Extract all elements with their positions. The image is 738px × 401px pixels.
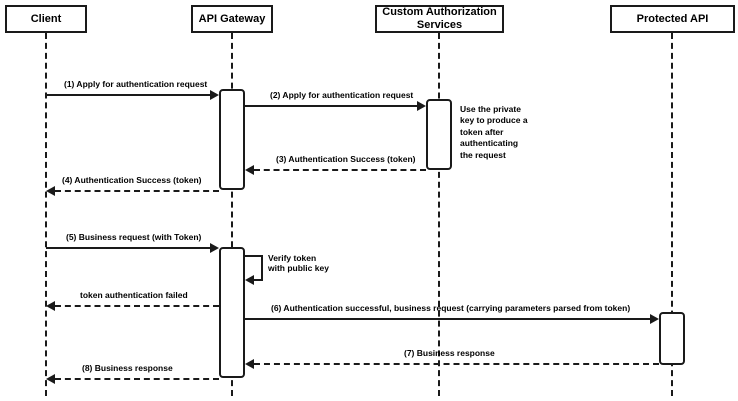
- message-label-token-authentication-failed: token authentication failed: [80, 290, 188, 300]
- participant-box-custom-authorization-services[interactable]: Custom Authorization Services: [375, 5, 504, 33]
- message-label-4: (4) Authentication Success (token): [62, 175, 202, 185]
- participant-label-api-gateway: API Gateway: [198, 12, 266, 25]
- message-label-8: (8) Business response: [82, 363, 173, 373]
- message-label-5: (5) Business request (with Token): [66, 232, 202, 242]
- participant-label-client: Client: [30, 12, 62, 25]
- message-arrowhead-token-authentication-failed: [46, 301, 55, 311]
- participant-label-protected-api: Protected API: [636, 12, 709, 25]
- participant-box-client[interactable]: Client: [5, 5, 87, 33]
- message-line-5: [46, 247, 210, 249]
- message-label-2: (2) Apply for authentication request: [270, 90, 414, 100]
- lifeline-client: [45, 33, 47, 396]
- message-line-2: [245, 105, 417, 107]
- message-arrowhead-1: [210, 90, 219, 100]
- message-arrowhead-8: [46, 374, 55, 384]
- message-line-8: [55, 378, 219, 380]
- message-arrowhead-4: [46, 186, 55, 196]
- lifeline-custom-authorization-services: [438, 33, 440, 396]
- self-message-segment-right: [261, 255, 263, 279]
- lifeline-protected-api: [671, 33, 673, 396]
- self-message-segment-bottom: [254, 279, 263, 281]
- message-line-1: [46, 94, 210, 96]
- message-arrowhead-3: [245, 165, 254, 175]
- self-message-label: Verify token with public key: [268, 253, 329, 274]
- message-line-token-authentication-failed: [55, 305, 219, 307]
- message-line-7: [254, 363, 659, 365]
- activation-custom-authorization-services-1: [426, 99, 452, 170]
- message-line-3: [254, 169, 426, 171]
- message-label-1: (1) Apply for authentication request: [64, 79, 208, 89]
- self-message-arrowhead: [245, 275, 254, 285]
- self-message-segment-top: [245, 255, 263, 257]
- lifeline-api-gateway: [231, 33, 233, 396]
- message-arrowhead-6: [650, 314, 659, 324]
- activation-api-gateway-2: [219, 247, 245, 378]
- activation-protected-api-1: [659, 312, 685, 365]
- participant-box-api-gateway[interactable]: API Gateway: [191, 5, 273, 33]
- message-label-3: (3) Authentication Success (token): [276, 154, 416, 164]
- message-arrowhead-5: [210, 243, 219, 253]
- note-private-key: Use the private key to produce a token a…: [460, 104, 528, 160]
- message-arrowhead-7: [245, 359, 254, 369]
- message-line-4: [55, 190, 219, 192]
- participant-box-protected-api[interactable]: Protected API: [610, 5, 735, 33]
- message-label-7: (7) Business response: [404, 348, 495, 358]
- participant-label-custom-authorization-services: Custom Authorization Services: [382, 6, 497, 31]
- message-label-6: (6) Authentication successful, business …: [271, 303, 631, 313]
- message-arrowhead-2: [417, 101, 426, 111]
- activation-api-gateway-1: [219, 89, 245, 190]
- message-line-6: [245, 318, 650, 320]
